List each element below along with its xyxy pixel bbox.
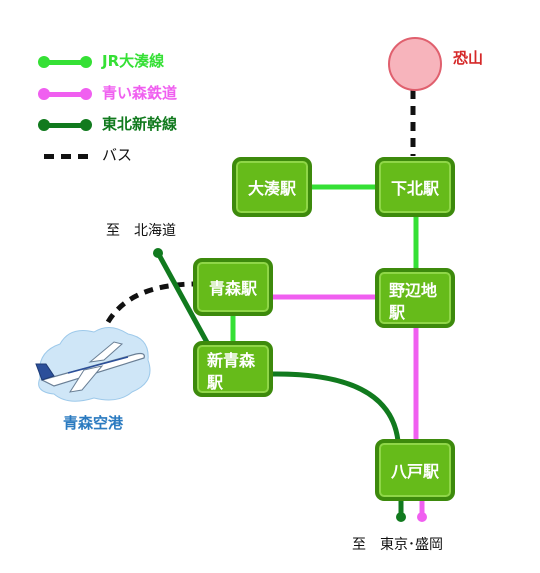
airport-label: 青森空港 bbox=[63, 414, 124, 432]
legend-swatch-dot bbox=[80, 119, 92, 131]
station-label: 青森駅 bbox=[208, 279, 257, 298]
shinkansen-line-hokkaido bbox=[155, 251, 212, 348]
osorezan-marker bbox=[388, 37, 442, 91]
station-label: 大湊駅 bbox=[247, 179, 296, 198]
shinkansen-south-dot bbox=[396, 512, 406, 522]
station-hachinohe: 八戸駅 bbox=[375, 439, 455, 501]
legend-swatch-dot bbox=[38, 56, 50, 68]
airplane-icon bbox=[35, 327, 151, 402]
station-label: 下北駅 bbox=[390, 179, 439, 198]
legend-label: 東北新幹線 bbox=[102, 115, 178, 133]
station-shin-aomori: 新青森駅 bbox=[193, 341, 273, 397]
shinkansen-north-dot bbox=[153, 248, 163, 258]
shinkansen-line-shinaomori-hachinohe bbox=[269, 371, 401, 442]
legend-swatch bbox=[44, 92, 86, 97]
aoimori-terminal-dot bbox=[417, 512, 427, 522]
station-label: 野辺地駅 bbox=[389, 281, 438, 322]
station-label: 新青森駅 bbox=[207, 351, 256, 392]
station-aomori: 青森駅 bbox=[193, 258, 273, 316]
station-label: 八戸駅 bbox=[390, 462, 439, 481]
legend-swatch bbox=[44, 60, 86, 65]
legend-label: バス bbox=[102, 146, 133, 164]
legend-swatch-dot bbox=[80, 88, 92, 100]
station-shimokita: 下北駅 bbox=[375, 157, 455, 217]
destination-label-hokkaido: 至 北海道 bbox=[106, 223, 176, 239]
bus-line-airport bbox=[105, 281, 194, 324]
legend-swatch bbox=[44, 154, 88, 159]
legend-swatch bbox=[44, 123, 86, 128]
legend-swatch-dot bbox=[38, 119, 50, 131]
legend-swatch-dot bbox=[38, 88, 50, 100]
legend-label: JR大湊線 bbox=[102, 52, 165, 70]
legend-swatch-dot bbox=[80, 56, 92, 68]
station-ominato: 大湊駅 bbox=[232, 157, 312, 217]
destination-label-tokyo-morioka: 至 東京･盛岡 bbox=[352, 537, 443, 553]
osorezan-label: 恐山 bbox=[453, 49, 484, 67]
legend-label: 青い森鉄道 bbox=[102, 84, 178, 102]
station-noheji: 野辺地駅 bbox=[375, 268, 455, 328]
